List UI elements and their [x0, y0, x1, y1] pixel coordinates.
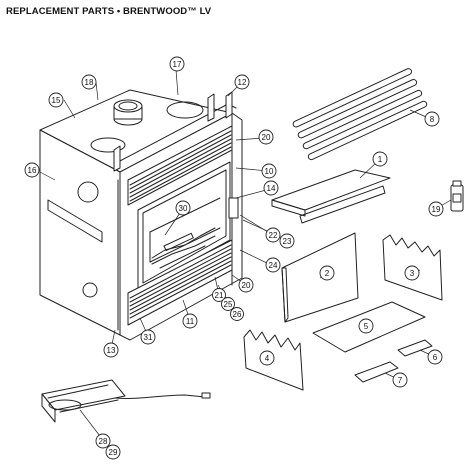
svg-text:29: 29	[109, 448, 118, 457]
svg-text:16: 16	[28, 166, 37, 175]
callout-30: 30	[175, 200, 191, 216]
lower-louvers	[129, 244, 232, 319]
callout-18: 18	[81, 74, 97, 90]
svg-text:2: 2	[325, 269, 330, 278]
callout-6: 6	[427, 349, 443, 365]
svg-text:15: 15	[52, 96, 61, 105]
svg-text:26: 26	[233, 310, 242, 319]
callout-22: 22	[265, 227, 281, 243]
callout-3: 3	[404, 265, 420, 281]
svg-text:6: 6	[433, 353, 438, 362]
svg-text:25: 25	[224, 300, 233, 309]
callout-1: 1	[372, 151, 388, 167]
callout-5: 5	[358, 318, 374, 334]
callout-31: 31	[140, 329, 156, 345]
callouts: 1 2 3 4 5 6 7 8 10 11 12 13 14 15 16 17 …	[24, 56, 444, 460]
callout-16: 16	[24, 162, 40, 178]
svg-text:10: 10	[265, 167, 274, 176]
callout-20-top: 20	[258, 129, 274, 145]
svg-text:4: 4	[265, 354, 270, 363]
upper-louvers	[129, 130, 232, 202]
callout-26: 26	[230, 307, 244, 321]
svg-text:31: 31	[144, 333, 153, 342]
svg-text:3: 3	[410, 269, 415, 278]
callout-11: 11	[182, 313, 198, 329]
svg-text:8: 8	[430, 115, 435, 124]
svg-text:21: 21	[215, 291, 224, 300]
svg-text:17: 17	[173, 60, 182, 69]
firebox-interior	[149, 197, 221, 269]
svg-text:30: 30	[179, 204, 188, 213]
callout-29: 29	[105, 444, 121, 460]
callout-7: 7	[392, 372, 408, 388]
svg-text:12: 12	[238, 78, 247, 87]
svg-text:5: 5	[364, 322, 369, 331]
svg-text:23: 23	[283, 237, 292, 246]
svg-text:7: 7	[398, 376, 403, 385]
blower-assembly	[41, 379, 211, 423]
callout-13: 13	[103, 342, 119, 358]
svg-text:13: 13	[107, 346, 116, 355]
svg-text:24: 24	[269, 261, 278, 270]
svg-text:28: 28	[99, 437, 108, 446]
callout-10: 10	[261, 163, 277, 179]
svg-text:18: 18	[85, 78, 94, 87]
svg-text:22: 22	[269, 231, 278, 240]
callout-21: 21	[212, 288, 226, 302]
callout-28: 28	[95, 433, 111, 449]
glass-panel	[271, 169, 391, 224]
callout-2: 2	[319, 265, 335, 281]
back-refractory-panel	[281, 232, 359, 323]
fireplace-unit	[39, 89, 243, 341]
svg-text:11: 11	[186, 317, 195, 326]
callout-14: 14	[263, 180, 279, 196]
callout-24: 24	[265, 257, 281, 273]
page-title: REPLACEMENT PARTS • BRENTWOOD™ LV	[6, 6, 212, 17]
touch-up-paint-bottle	[450, 180, 464, 212]
callout-25: 25	[221, 297, 235, 311]
callout-12: 12	[234, 74, 250, 90]
svg-text:14: 14	[267, 184, 276, 193]
svg-text:19: 19	[432, 205, 441, 214]
callout-4: 4	[259, 350, 275, 366]
callout-17: 17	[169, 56, 185, 72]
svg-text:20: 20	[242, 281, 251, 290]
callout-19: 19	[428, 201, 444, 217]
callout-15: 15	[48, 92, 64, 108]
callout-8: 8	[424, 111, 440, 127]
log-supports	[354, 339, 433, 383]
burner-tubes	[292, 68, 428, 161]
svg-text:20: 20	[262, 133, 271, 142]
callout-20-bottom: 20	[238, 277, 254, 293]
svg-text:1: 1	[378, 155, 383, 164]
callout-23: 23	[279, 233, 295, 249]
